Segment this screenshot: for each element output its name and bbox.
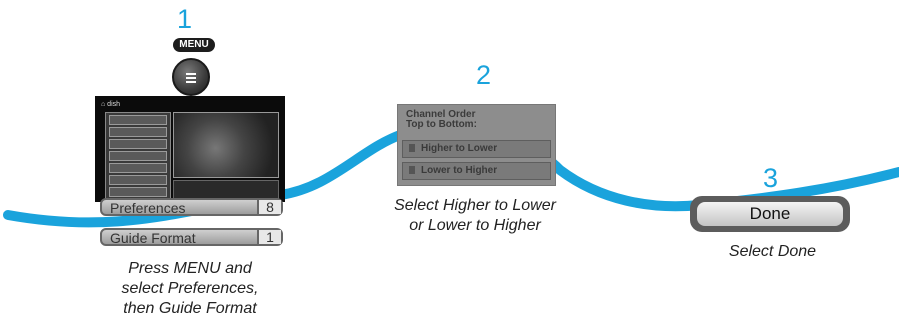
done-button[interactable]: Done	[690, 196, 850, 232]
step-1-number: 1	[177, 4, 193, 34]
guide-format-bar[interactable]: Guide Format 1	[100, 228, 283, 246]
menu-icon	[186, 73, 196, 85]
option-label: Higher to Lower	[421, 143, 498, 154]
step-3-caption: Select Done	[700, 242, 845, 262]
step-2-number: 2	[476, 60, 492, 90]
step-2-caption: Select Higher to Lower or Lower to Highe…	[360, 196, 590, 236]
caption-line: select Preferences,	[121, 280, 259, 297]
caption-line: Press MENU and	[128, 260, 252, 277]
option-label: Lower to Higher	[421, 165, 498, 176]
caption-line: then Guide Format	[123, 300, 257, 317]
guide-format-number: 1	[257, 230, 281, 244]
tv-info-box	[173, 180, 279, 200]
title-line: Channel Order	[406, 109, 476, 120]
done-label: Done	[697, 202, 843, 226]
tv-preview	[173, 112, 279, 178]
option-icon	[409, 144, 415, 153]
preferences-number: 8	[257, 200, 281, 214]
menu-label: MENU	[173, 38, 215, 52]
option-icon	[409, 166, 415, 175]
tv-logo: ⌂ dish	[101, 101, 121, 108]
tv-menu-panel	[105, 112, 171, 200]
caption-line: Select Higher to Lower	[394, 197, 556, 214]
title-line: Top to Bottom:	[406, 119, 477, 130]
channel-order-title: Channel Order Top to Bottom:	[406, 110, 477, 130]
option-higher-to-lower[interactable]: Higher to Lower	[402, 140, 551, 158]
preferences-label: Preferences	[110, 200, 186, 216]
caption-line: or Lower to Higher	[409, 217, 541, 234]
step-1-caption: Press MENU and select Preferences, then …	[90, 259, 290, 319]
tv-screenshot: ⌂ dish	[95, 96, 285, 202]
option-lower-to-higher[interactable]: Lower to Higher	[402, 162, 551, 180]
caption-line: Select Done	[728, 243, 817, 260]
preferences-bar[interactable]: Preferences 8	[100, 198, 283, 216]
guide-format-label: Guide Format	[110, 230, 196, 246]
menu-button[interactable]	[172, 58, 210, 96]
channel-order-panel: Channel Order Top to Bottom: Higher to L…	[397, 104, 556, 186]
step-3-number: 3	[763, 163, 779, 193]
